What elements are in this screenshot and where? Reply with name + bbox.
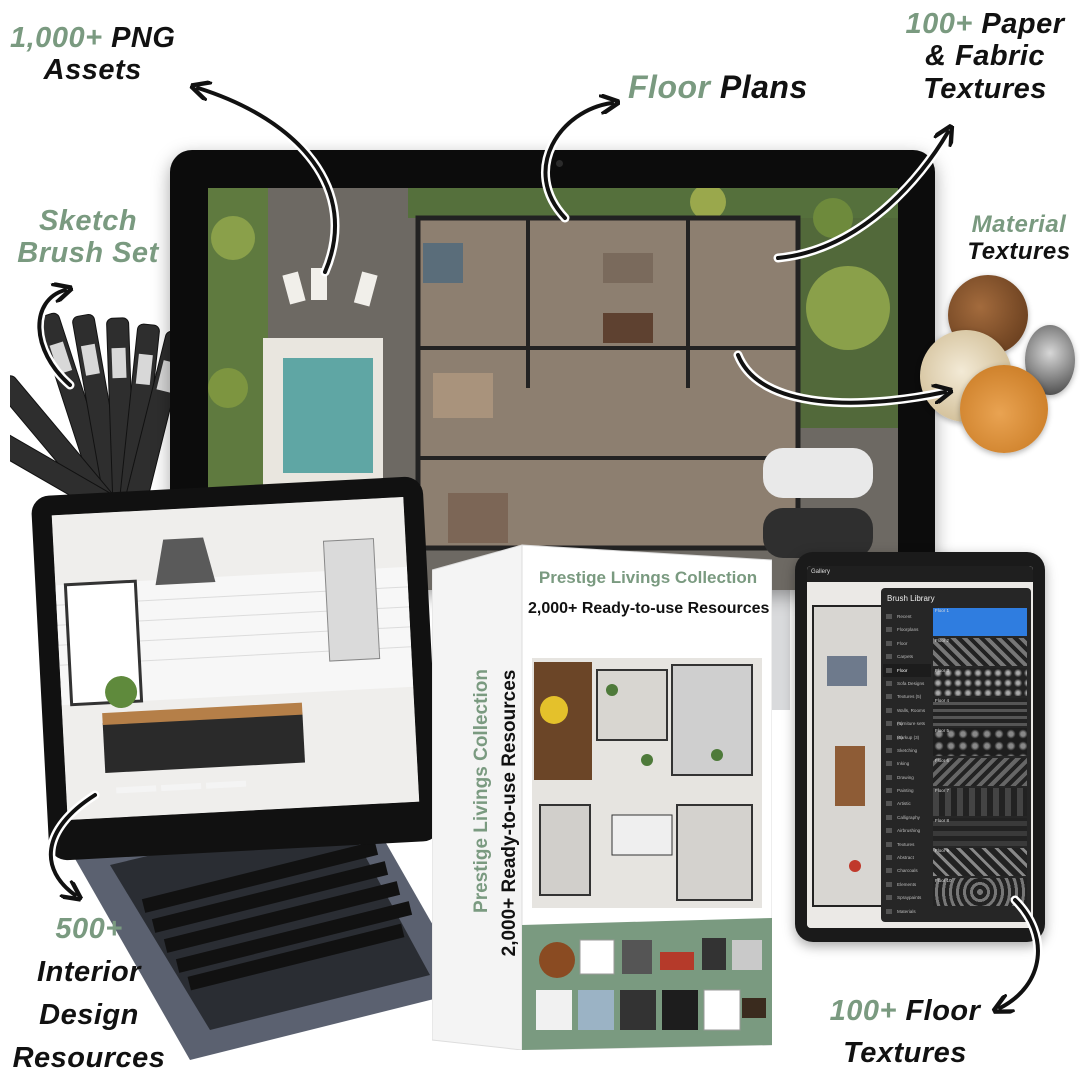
- brush-swatch-label: Floor 2: [935, 638, 950, 643]
- label-interior-line4: Resources: [12, 1041, 166, 1074]
- label-interior: 500+ Interior Design Resources: [4, 908, 174, 1080]
- box-subtitle: 2,000+ Ready-to-use Resources: [528, 600, 770, 617]
- brush-category-item[interactable]: Charcoals: [883, 864, 931, 877]
- label-material: Material Textures: [960, 211, 1078, 266]
- brush-category-item[interactable]: Sketching: [883, 744, 931, 757]
- pine-wood-texture-swatch: [960, 365, 1048, 453]
- tablet-screen: Gallery Brush Library Recent Floorplans …: [807, 566, 1033, 928]
- brush-swatch-label: Floor 7: [935, 788, 950, 793]
- brush-category-item[interactable]: Abstract: [883, 851, 931, 864]
- brush-swatch-label: Floor 6: [935, 758, 950, 763]
- brush-swatch[interactable]: Floor 1: [933, 608, 1027, 636]
- brush-swatch-label: Floor 10: [935, 878, 952, 883]
- label-png-assets: 1,000+ PNG Assets: [10, 22, 175, 87]
- brush-category-item[interactable]: Markup (3): [883, 731, 931, 744]
- label-sketch-brush: Sketch Brush Set: [8, 205, 168, 270]
- brush-category-list: Recent Floorplans Floor Carpets Floor So…: [883, 610, 931, 918]
- brush-category-item[interactable]: Airbrushing: [883, 824, 931, 837]
- brush-swatch-label: Floor 1: [935, 608, 950, 613]
- label-floor-plans-text: Plans: [710, 69, 808, 105]
- brush-category-item[interactable]: Elements: [883, 878, 931, 891]
- procreate-toolbar: Gallery: [807, 566, 1033, 582]
- brush-swatch[interactable]: Floor 10: [933, 878, 1027, 906]
- brush-category-item[interactable]: Materials: [883, 905, 931, 918]
- brush-swatch-label: Floor 9: [935, 848, 950, 853]
- label-floor-textures-line2: Textures: [843, 1037, 967, 1070]
- brush-category-item[interactable]: Recent: [883, 610, 931, 623]
- brush-swatch[interactable]: Floor 5: [933, 728, 1027, 756]
- brush-category-item[interactable]: Inking: [883, 757, 931, 770]
- brush-category-item[interactable]: Floor: [883, 637, 931, 650]
- label-floor-textures: 100+ Floor Textures: [815, 990, 995, 1074]
- label-paper-fabric-line2: & Fabric: [924, 40, 1046, 73]
- brush-category-item[interactable]: Textures (5): [883, 690, 931, 703]
- brush-category-item[interactable]: Floorplans: [883, 623, 931, 636]
- box-floor-plan-image: [532, 658, 762, 908]
- box-spine-title: Prestige Livings Collection: [471, 669, 492, 913]
- brush-library-title: Brush Library: [887, 594, 935, 603]
- label-paper-fabric-accent: 100+: [905, 8, 973, 40]
- label-sketch-brush-line1: Sketch: [38, 205, 138, 237]
- label-interior-accent: 500+: [55, 913, 123, 945]
- label-paper-fabric-text: Paper: [972, 8, 1065, 40]
- gallery-button[interactable]: Gallery: [811, 569, 831, 575]
- brush-swatch-label: Floor 3: [935, 668, 950, 673]
- label-png-assets-line2: Assets: [43, 54, 142, 87]
- brush-category-item[interactable]: Furniture sets (5): [883, 717, 931, 740]
- product-box: Prestige Livings Collection 2,000+ Ready…: [432, 540, 772, 1050]
- brush-swatch[interactable]: Floor 8: [933, 818, 1027, 846]
- label-floor-textures-text: Floor: [896, 995, 981, 1027]
- label-png-assets-text: PNG: [102, 22, 176, 54]
- brush-category-item[interactable]: Carpets: [883, 650, 931, 663]
- brush-category-item[interactable]: Textures: [883, 838, 931, 851]
- brush-swatch-label: Floor 4: [935, 698, 950, 703]
- laptop-lid: [30, 475, 442, 862]
- box-spine-subtitle: 2,000+ Ready-to-use Resources: [499, 669, 520, 957]
- brush-category-item[interactable]: Walls, Rooms (5): [883, 704, 931, 726]
- brush-category-item[interactable]: Drawing: [883, 771, 931, 784]
- kitchen-interior-render: [51, 497, 420, 821]
- label-floor-plans-accent: Floor: [628, 69, 711, 105]
- brush-category-item[interactable]: Calligraphy: [883, 811, 931, 824]
- brush-swatch[interactable]: Floor 2: [933, 638, 1027, 666]
- brush-swatch[interactable]: Floor 6: [933, 758, 1027, 786]
- brush-category-item[interactable]: Painting: [883, 784, 931, 797]
- label-png-assets-accent: 1,000+: [10, 22, 103, 54]
- brush-library-panel: Brush Library Recent Floorplans Floor Ca…: [881, 588, 1031, 922]
- brush-swatch[interactable]: Floor 9: [933, 848, 1027, 876]
- label-interior-line2: Interior: [37, 955, 141, 988]
- label-material-line1: Material: [971, 211, 1067, 238]
- label-paper-fabric: 100+ Paper & Fabric Textures: [895, 8, 1075, 105]
- label-material-line2: Textures: [967, 237, 1071, 265]
- brush-category-item[interactable]: Sofa Designs: [883, 677, 931, 690]
- monitor-camera: [556, 160, 563, 167]
- brush-swatch[interactable]: Floor 4: [933, 698, 1027, 726]
- box-title: Prestige Livings Collection: [538, 568, 758, 587]
- brush-swatch-list: Floor 1 Floor 2 Floor 3 Floor 4 Floor 5 …: [933, 608, 1027, 908]
- brush-category-item[interactable]: Spraypaints: [883, 891, 931, 904]
- label-floor-plans: Floor Plans: [628, 69, 808, 106]
- label-sketch-brush-line2: Brush Set: [17, 237, 159, 270]
- brush-swatch[interactable]: Floor 3: [933, 668, 1027, 696]
- brush-category-item[interactable]: Artistic: [883, 797, 931, 810]
- brush-category-item[interactable]: Floor: [883, 663, 931, 677]
- label-floor-textures-accent: 100+: [829, 995, 897, 1027]
- label-paper-fabric-line3: Textures: [923, 72, 1047, 105]
- tablet: Gallery Brush Library Recent Floorplans …: [795, 552, 1045, 942]
- brush-swatch-label: Floor 5: [935, 728, 950, 733]
- label-interior-line3: Design: [39, 998, 139, 1031]
- box-thumbnail-grid: [536, 938, 766, 1031]
- brush-swatch[interactable]: Floor 7: [933, 788, 1027, 816]
- brush-swatch-label: Floor 8: [935, 818, 950, 823]
